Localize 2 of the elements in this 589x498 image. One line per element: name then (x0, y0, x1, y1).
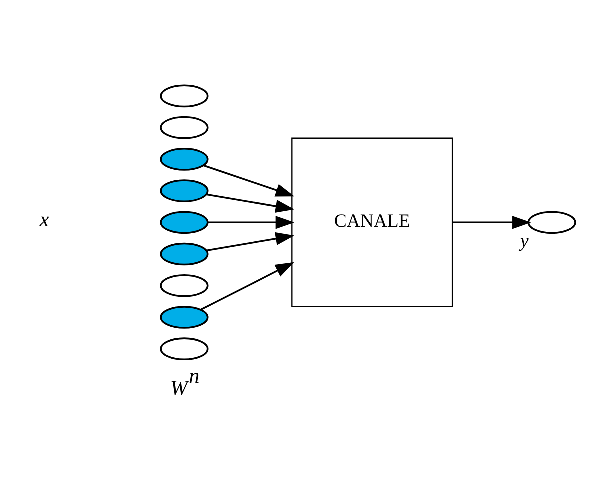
label: x (40, 208, 50, 232)
node-label: y (520, 231, 529, 252)
